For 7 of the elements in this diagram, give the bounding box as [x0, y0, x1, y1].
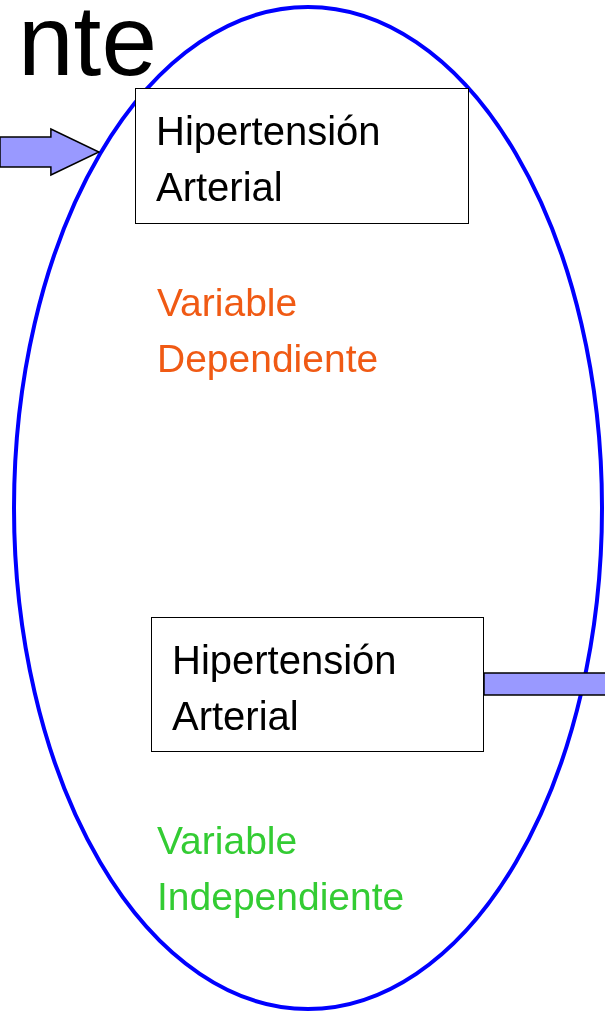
variable-label: Variable Dependiente — [157, 280, 380, 382]
variable-label: Variable Independiente — [157, 818, 406, 920]
block-arrow — [483, 672, 605, 696]
title-fragment: nte — [18, 0, 157, 80]
variable-box: Hipertensión Arterial — [151, 617, 484, 752]
block-arrow — [0, 127, 101, 177]
variable-box: Hipertensión Arterial — [135, 88, 469, 224]
